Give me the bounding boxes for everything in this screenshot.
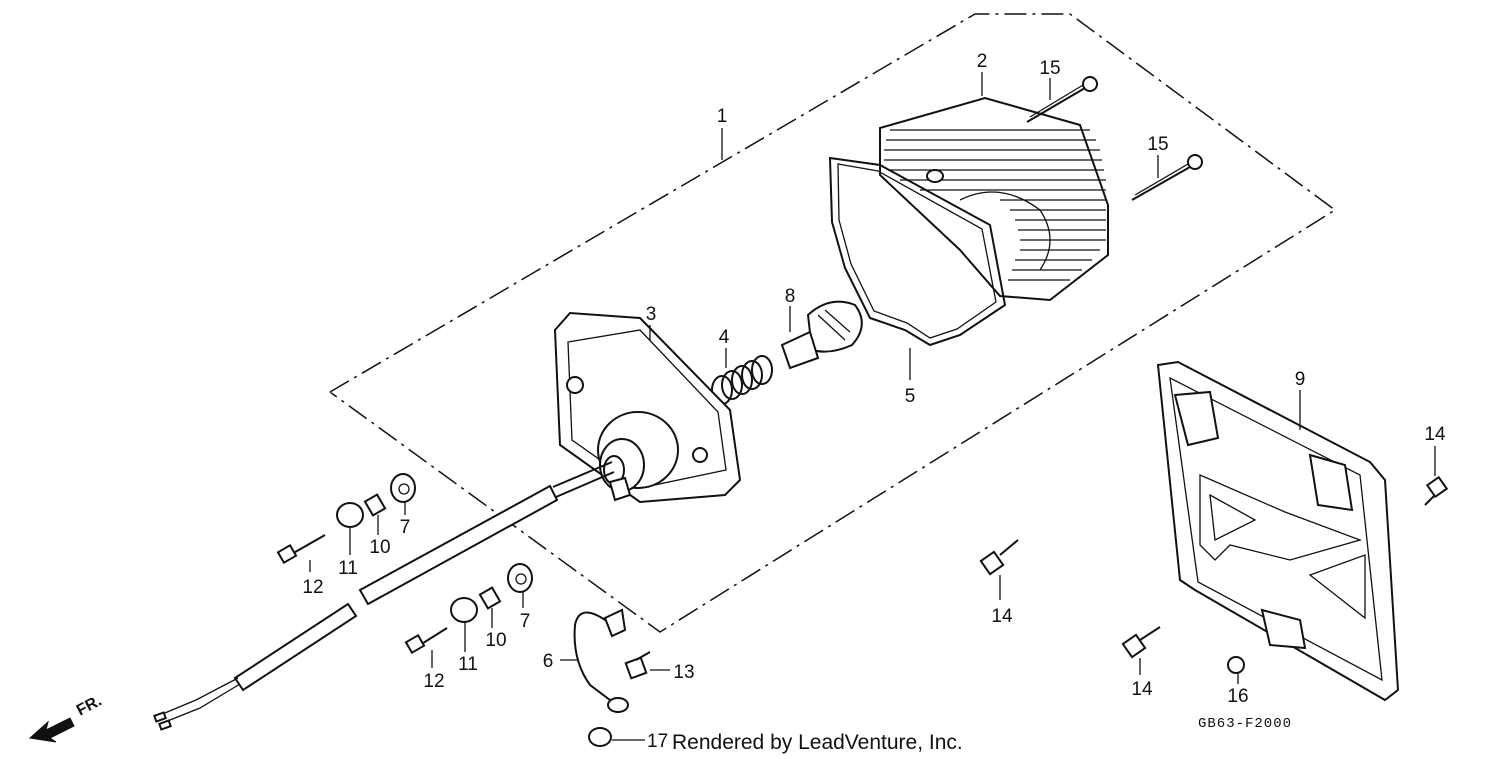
bolt-14c	[1121, 626, 1161, 659]
base-plate	[553, 311, 742, 504]
callout-14c: 14	[1131, 679, 1153, 700]
callout-3: 3	[646, 304, 657, 325]
wire-harness	[152, 461, 615, 731]
spring	[711, 355, 773, 405]
callout-4: 4	[719, 327, 730, 348]
callout-10a: 10	[369, 537, 390, 558]
ground-wire	[573, 608, 629, 713]
front-label: FR.	[74, 692, 105, 719]
callout-7b: 7	[520, 611, 531, 632]
callout-14a: 14	[1424, 424, 1446, 445]
bulb	[780, 300, 863, 370]
bolt-14b	[979, 539, 1019, 576]
callout-17: 17	[647, 731, 668, 752]
callout-8: 8	[785, 286, 796, 307]
lens-housing	[879, 96, 1109, 302]
front-arrow-icon	[28, 717, 75, 743]
hardware-set-a	[276, 473, 416, 565]
diagram-code: GB63-F2000	[1198, 716, 1292, 732]
callout-6: 6	[543, 651, 554, 672]
credit-text: Rendered by LeadVenture, Inc.	[672, 731, 963, 754]
callout-2: 2	[977, 51, 988, 72]
callout-5: 5	[905, 386, 916, 407]
screw-13	[624, 651, 651, 680]
license-bracket	[1156, 360, 1400, 702]
callout-10b: 10	[485, 630, 506, 651]
callout-1: 1	[717, 106, 728, 127]
gasket	[828, 156, 1007, 347]
callout-12b: 12	[423, 671, 444, 692]
bolt-14a	[1424, 475, 1449, 506]
callout-14b: 14	[991, 606, 1013, 627]
callout-7a: 7	[400, 517, 411, 538]
nut-16	[1227, 656, 1245, 674]
screw-15a	[1026, 76, 1098, 123]
hardware-set-b	[404, 563, 533, 655]
callout-16: 16	[1227, 686, 1248, 707]
front-direction-indicator: FR.	[28, 692, 105, 743]
callout-15b: 15	[1147, 134, 1168, 155]
leader-lines	[309, 72, 1436, 741]
screw-15b	[1131, 154, 1203, 201]
callout-11b: 11	[458, 654, 478, 675]
callout-9: 9	[1295, 369, 1306, 390]
assembly-boundary	[329, 13, 1337, 633]
callout-15a: 15	[1039, 58, 1060, 79]
callout-13: 13	[673, 662, 694, 683]
nut-17	[588, 727, 612, 747]
callout-11a: 11	[338, 558, 358, 579]
callout-12a: 12	[302, 577, 323, 598]
